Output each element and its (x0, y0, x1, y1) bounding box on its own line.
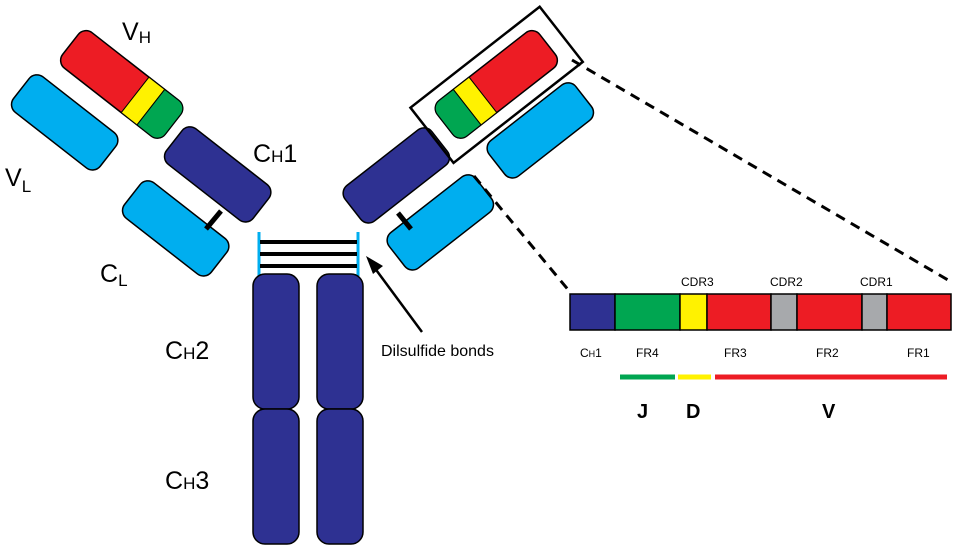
left-interchain-bond (204, 209, 223, 231)
zoom-line-top (571, 58, 949, 282)
left-light-chain-constant (121, 180, 230, 277)
strip-cdr2 (770, 293, 798, 331)
disulfide-arrow (372, 266, 424, 333)
label-ch1: CH1 (253, 140, 297, 168)
label-vl: VL (5, 164, 31, 196)
label-fr3: FR3 (724, 346, 747, 360)
right-light-chain-constant (386, 174, 495, 271)
label-fr4: FR4 (636, 346, 659, 360)
strip-fr2 (796, 293, 863, 331)
label-cdr3: CDR3 (681, 275, 714, 289)
left-ch2-domain (252, 273, 300, 410)
strip-ch1 (569, 293, 616, 331)
label-cl: CL (100, 260, 128, 290)
strip-cdr1 (861, 293, 888, 331)
label-ch3: CH3 (165, 467, 209, 495)
zoom-box (408, 4, 585, 165)
left-heavy-variable-domain (59, 29, 184, 139)
label-ch2: CH2 (165, 337, 209, 365)
right-ch2-domain (316, 273, 364, 410)
label-vh: VH (122, 18, 151, 47)
strip-fr3 (706, 293, 772, 331)
disulfide-label: Dilsulfide bonds (381, 343, 494, 360)
heavy-chain-strip (569, 293, 952, 331)
gene-label-d: D (686, 401, 700, 423)
disulfide-arrowhead (366, 256, 383, 274)
strip-fr1 (886, 293, 952, 331)
strip-fr4 (614, 293, 681, 331)
right-ch1-domain (342, 127, 451, 224)
label-strip-ch1: CH1 (580, 346, 602, 360)
right-heavy-variable-domain (434, 29, 559, 139)
left-ch3-domain (252, 408, 300, 545)
label-fr1: FR1 (907, 346, 930, 360)
label-fr2: FR2 (816, 346, 839, 360)
label-cdr1: CDR1 (860, 275, 893, 289)
right-ch3-domain (316, 408, 364, 545)
right-interchain-bond (396, 211, 413, 231)
gene-label-v: V (822, 401, 836, 423)
zoom-line-bottom (472, 175, 572, 293)
left-ch1-domain (163, 126, 272, 223)
left-light-chain-variable (10, 74, 119, 171)
right-light-chain-variable (486, 82, 595, 179)
gene-label-j: J (637, 401, 648, 423)
strip-cdr3 (679, 293, 708, 331)
label-cdr2: CDR2 (770, 275, 803, 289)
